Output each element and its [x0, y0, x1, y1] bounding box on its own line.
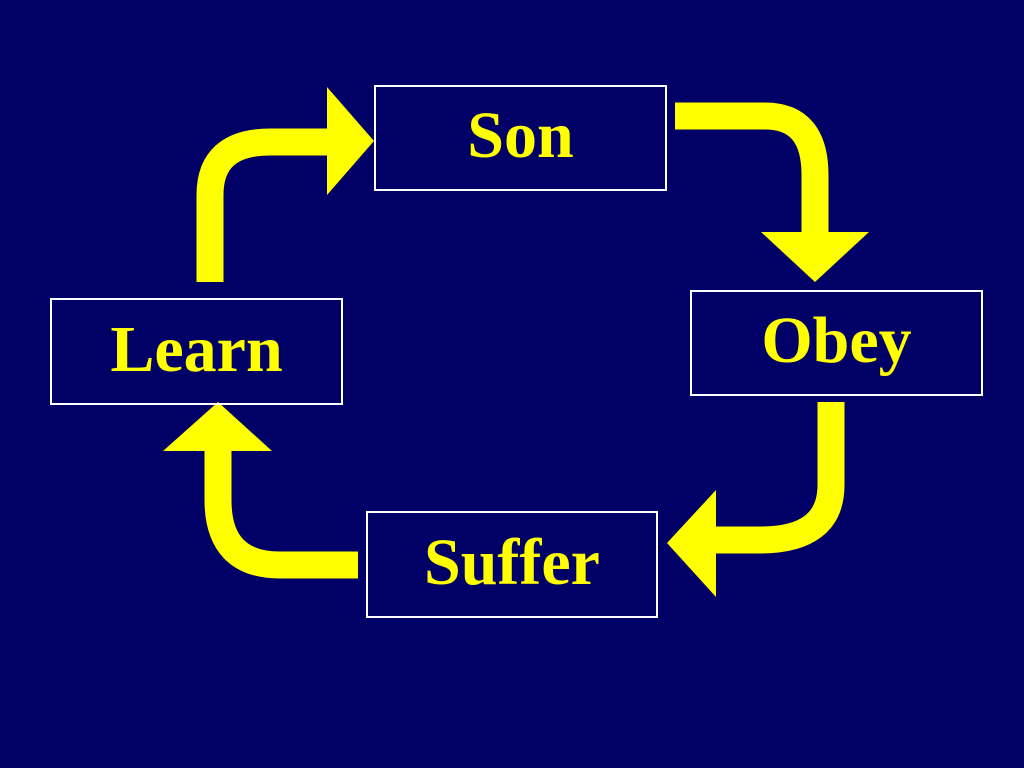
node-suffer: Suffer	[366, 511, 658, 618]
node-label-learn: Learn	[110, 312, 283, 386]
arrow-son-to-obey	[675, 102, 869, 282]
node-label-obey: Obey	[761, 304, 912, 377]
arrow-suffer-to-learn	[163, 402, 358, 579]
node-learn: Learn	[50, 298, 343, 405]
arrow-obey-to-suffer	[667, 402, 845, 597]
node-son: Son	[374, 85, 667, 191]
node-label-suffer: Suffer	[424, 525, 600, 599]
arrow-learn-to-son	[196, 87, 374, 282]
node-obey: Obey	[690, 290, 983, 396]
node-label-son: Son	[467, 99, 574, 172]
